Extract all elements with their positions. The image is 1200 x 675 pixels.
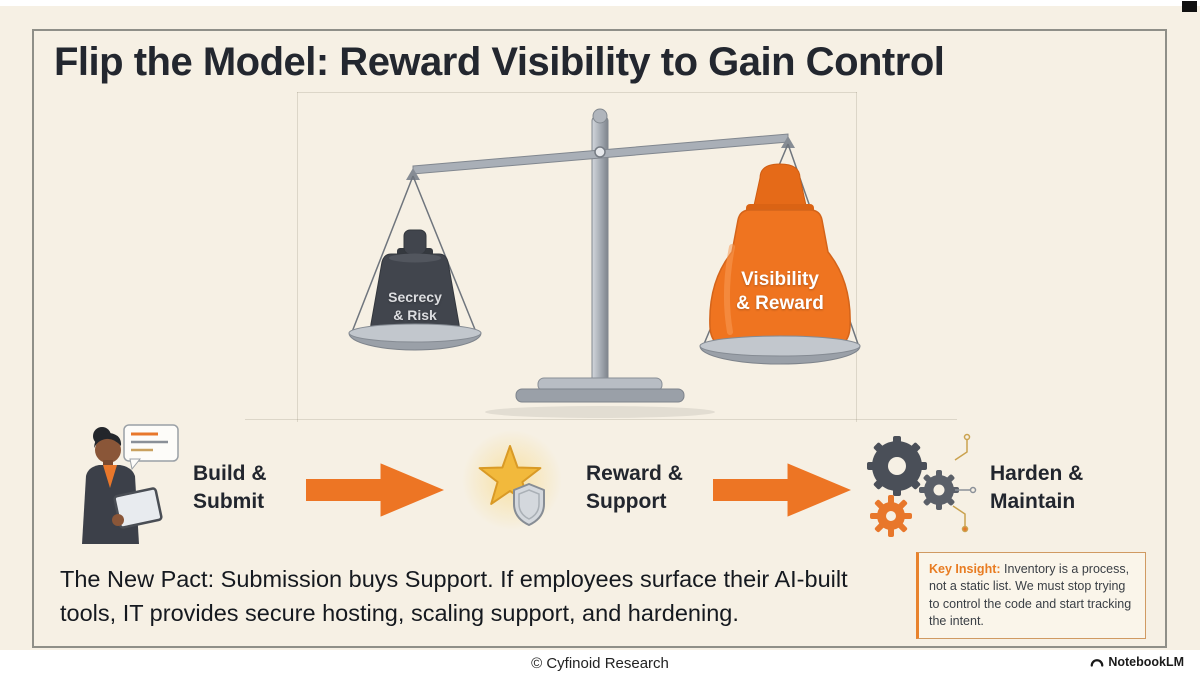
new-pact-text: The New Pact: Submission buys Support. I… [60, 566, 848, 627]
slide-border-frame [32, 29, 1167, 648]
builder-person-illustration [82, 424, 179, 544]
key-insight-label: Key Insight: [929, 562, 1001, 576]
screen-corner-artifact [1182, 1, 1197, 12]
secrecy-weight [370, 229, 460, 339]
right-pan [699, 335, 861, 365]
grid-line-vertical-right [856, 92, 857, 422]
flow-step-build-submit: Build & Submit [193, 462, 267, 513]
grid-line-vertical-left [297, 92, 298, 422]
grid-line-horizontal-bottom [245, 419, 957, 420]
harden-gears-icon [867, 433, 977, 537]
balance-scale-illustration [348, 108, 861, 418]
notebooklm-brand: NotebookLM [1090, 655, 1184, 669]
slide-title: Flip the Model: Reward Visibility to Gai… [54, 40, 945, 84]
visibility-weight-label: Visibility & Reward [736, 269, 824, 314]
left-pan-strings [351, 175, 477, 333]
visibility-weight [709, 163, 851, 349]
copyright-text: © Cyfinoid Research [531, 655, 669, 672]
scale-shadow [485, 406, 715, 418]
scale-pillar [515, 108, 685, 403]
flow-step-reward-support: Reward & Support [586, 462, 683, 513]
speech-bubble-icon [123, 424, 179, 471]
gear-orange [870, 495, 912, 537]
secrecy-weight-label: Secrecy & Risk [388, 289, 442, 324]
grid-line-horizontal-top [297, 92, 857, 93]
circuit-lines [952, 433, 977, 533]
gear-small-dark [919, 470, 959, 510]
key-insight-text: Inventory is a process, not a static lis… [929, 562, 1132, 628]
gear-large [867, 436, 927, 496]
key-insight-box: Key Insight: Inventory is a process, not… [916, 552, 1146, 639]
reward-star-shield-icon [462, 430, 562, 530]
left-pan [348, 323, 482, 351]
flow-step-harden-maintain: Harden & Maintain [990, 462, 1084, 513]
notebooklm-icon [1090, 659, 1104, 667]
scale-beam [406, 133, 795, 180]
notebooklm-label: NotebookLM [1108, 655, 1184, 669]
